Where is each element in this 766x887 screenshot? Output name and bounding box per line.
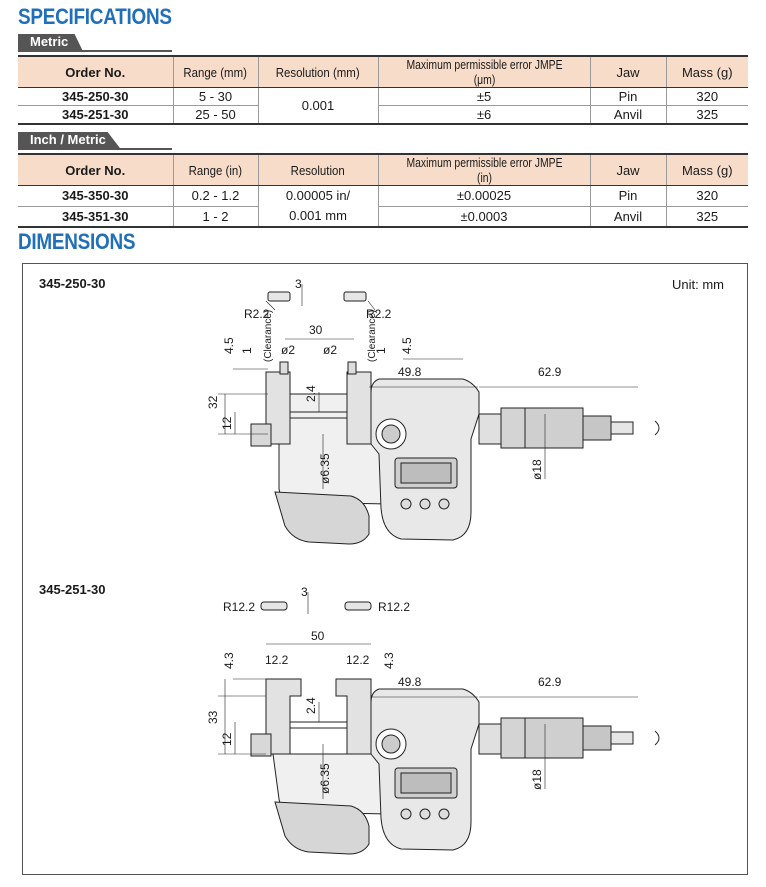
dim-d3: 3 — [301, 585, 308, 599]
metric-tab: Metric — [18, 34, 172, 52]
dim-clearance-right: (Clearance) — [367, 310, 378, 362]
drawing-345-250-30: 3 R2.2 R2.2 30 ø2 ø2 49.8 62.9 4.5 4.5 1… — [206, 277, 660, 545]
dim-d629: 62.9 — [538, 365, 562, 379]
header-order-no: Order No. — [18, 153, 173, 186]
dim-d43b: 4.3 — [382, 652, 396, 669]
header-order-no: Order No. — [18, 55, 173, 88]
model-label-345-250-30: 345-250-30 — [39, 276, 106, 291]
header-max-error: Maximum permissible error JMPE (μm) — [377, 55, 590, 88]
dim-d30: 30 — [309, 323, 323, 337]
header-jaw: Jaw — [589, 153, 666, 186]
dim-d3: 3 — [295, 277, 302, 291]
dim-d50: 50 — [311, 629, 325, 643]
resolution-line-2: 0.001 mm — [289, 208, 347, 223]
dim-d498: 49.8 — [398, 365, 422, 379]
metric-header-row: Order No. Range (mm) Resolution (mm) Max… — [18, 55, 748, 88]
resolution-value: 0.001 — [257, 87, 378, 125]
dim-r-right: R12.2 — [378, 600, 410, 614]
header-resolution: Resolution (mm) — [257, 55, 378, 88]
dim-d12: 12 — [220, 732, 234, 746]
unit-label: Unit: mm — [672, 277, 724, 292]
dim-phi2a: ø2 — [281, 343, 295, 357]
header-resolution: Resolution — [257, 153, 378, 186]
header-jaw: Jaw — [589, 55, 666, 88]
dim-clearance-left: (Clearance) — [263, 310, 274, 362]
jaw-value: Pin — [589, 87, 666, 106]
metric-spec-table: Order No. Range (mm) Resolution (mm) Max… — [18, 55, 748, 125]
metric-tab-label: Metric — [18, 34, 83, 50]
dim-d18: ø18 — [530, 459, 544, 480]
dim-d32: 32 — [206, 395, 220, 409]
dim-d1b: 1 — [374, 347, 388, 354]
dim-d45b: 4.5 — [400, 337, 414, 354]
inch-metric-tab-label: Inch / Metric — [18, 132, 120, 148]
dim-r-right: R2.2 — [366, 307, 392, 321]
dim-r-left: R2.2 — [244, 307, 270, 321]
dim-d18: ø18 — [530, 769, 544, 790]
drawing-345-251-30: 3 R12.2 R12.2 50 12.2 12.2 49.8 62.9 4.3… — [206, 585, 660, 855]
dim-d24: 2.4 — [304, 385, 318, 402]
table-row: 345-350-30 0.2 - 1.2 0.00005 in/0.001 mm… — [18, 185, 748, 228]
table-row: 345-351-30 1 - 2 ±0.0003 Anvil 325 — [18, 206, 748, 228]
mass-value: 325 — [665, 206, 748, 228]
resolution-line-1: 0.00005 in/ — [285, 188, 351, 203]
error-value: ±5 — [377, 87, 590, 106]
jaw-value: Anvil — [589, 206, 666, 228]
inch-spec-table: Order No. Range (in) Resolution Maximum … — [18, 153, 748, 228]
table-row: 345-251-30 25 - 50 ±6 Anvil 325 — [18, 105, 748, 125]
table-row: 345-250-30 5 - 30 0.001 ±5 Pin 320 — [18, 87, 748, 125]
dim-d1a: 1 — [240, 347, 254, 354]
range-value: 5 - 30 — [172, 87, 258, 106]
specifications-heading: SPECIFICATIONS — [18, 4, 172, 29]
dimensions-panel: 345-250-30 Unit: mm 345-251-30 — [22, 263, 748, 875]
error-value: ±0.00025 — [377, 185, 590, 207]
dim-d12: 12 — [220, 416, 234, 430]
mass-value: 320 — [665, 87, 748, 106]
inch-metric-tab: Inch / Metric — [18, 132, 172, 150]
dim-d122a: 12.2 — [265, 653, 289, 667]
order-no: 345-351-30 — [18, 206, 173, 228]
mass-value: 320 — [665, 185, 748, 207]
header-range: Range (mm) — [172, 55, 258, 88]
inch-header-row: Order No. Range (in) Resolution Maximum … — [18, 153, 748, 186]
header-max-error: Maximum permissible error JMPE (in) — [377, 153, 590, 186]
dim-d24: 2.4 — [304, 697, 318, 714]
dim-d635: ø6.35 — [318, 763, 332, 794]
dim-d33: 33 — [206, 710, 220, 724]
mass-value: 325 — [665, 105, 748, 125]
jaw-value: Anvil — [589, 105, 666, 125]
range-value: 25 - 50 — [172, 105, 258, 125]
order-no: 345-251-30 — [18, 105, 173, 125]
model-label-345-251-30: 345-251-30 — [39, 582, 106, 597]
order-no: 345-350-30 — [18, 185, 173, 207]
error-value: ±0.0003 — [377, 206, 590, 228]
dim-d635: ø6.35 — [318, 453, 332, 484]
dim-phi2b: ø2 — [323, 343, 337, 357]
header-range: Range (in) — [172, 153, 258, 186]
range-value: 1 - 2 — [172, 206, 258, 228]
dim-d629: 62.9 — [538, 675, 562, 689]
dim-r-left: R12.2 — [223, 600, 255, 614]
dim-d45a: 4.5 — [222, 337, 236, 354]
order-no: 345-250-30 — [18, 87, 173, 106]
dim-d498: 49.8 — [398, 675, 422, 689]
header-mass: Mass (g) — [665, 153, 748, 186]
range-value: 0.2 - 1.2 — [172, 185, 258, 207]
dim-d122b: 12.2 — [346, 653, 370, 667]
jaw-value: Pin — [589, 185, 666, 207]
header-mass: Mass (g) — [665, 55, 748, 88]
error-value: ±6 — [377, 105, 590, 125]
resolution-value: 0.00005 in/0.001 mm — [257, 185, 378, 228]
dimensions-heading: DIMENSIONS — [18, 229, 136, 254]
dim-d43a: 4.3 — [222, 652, 236, 669]
